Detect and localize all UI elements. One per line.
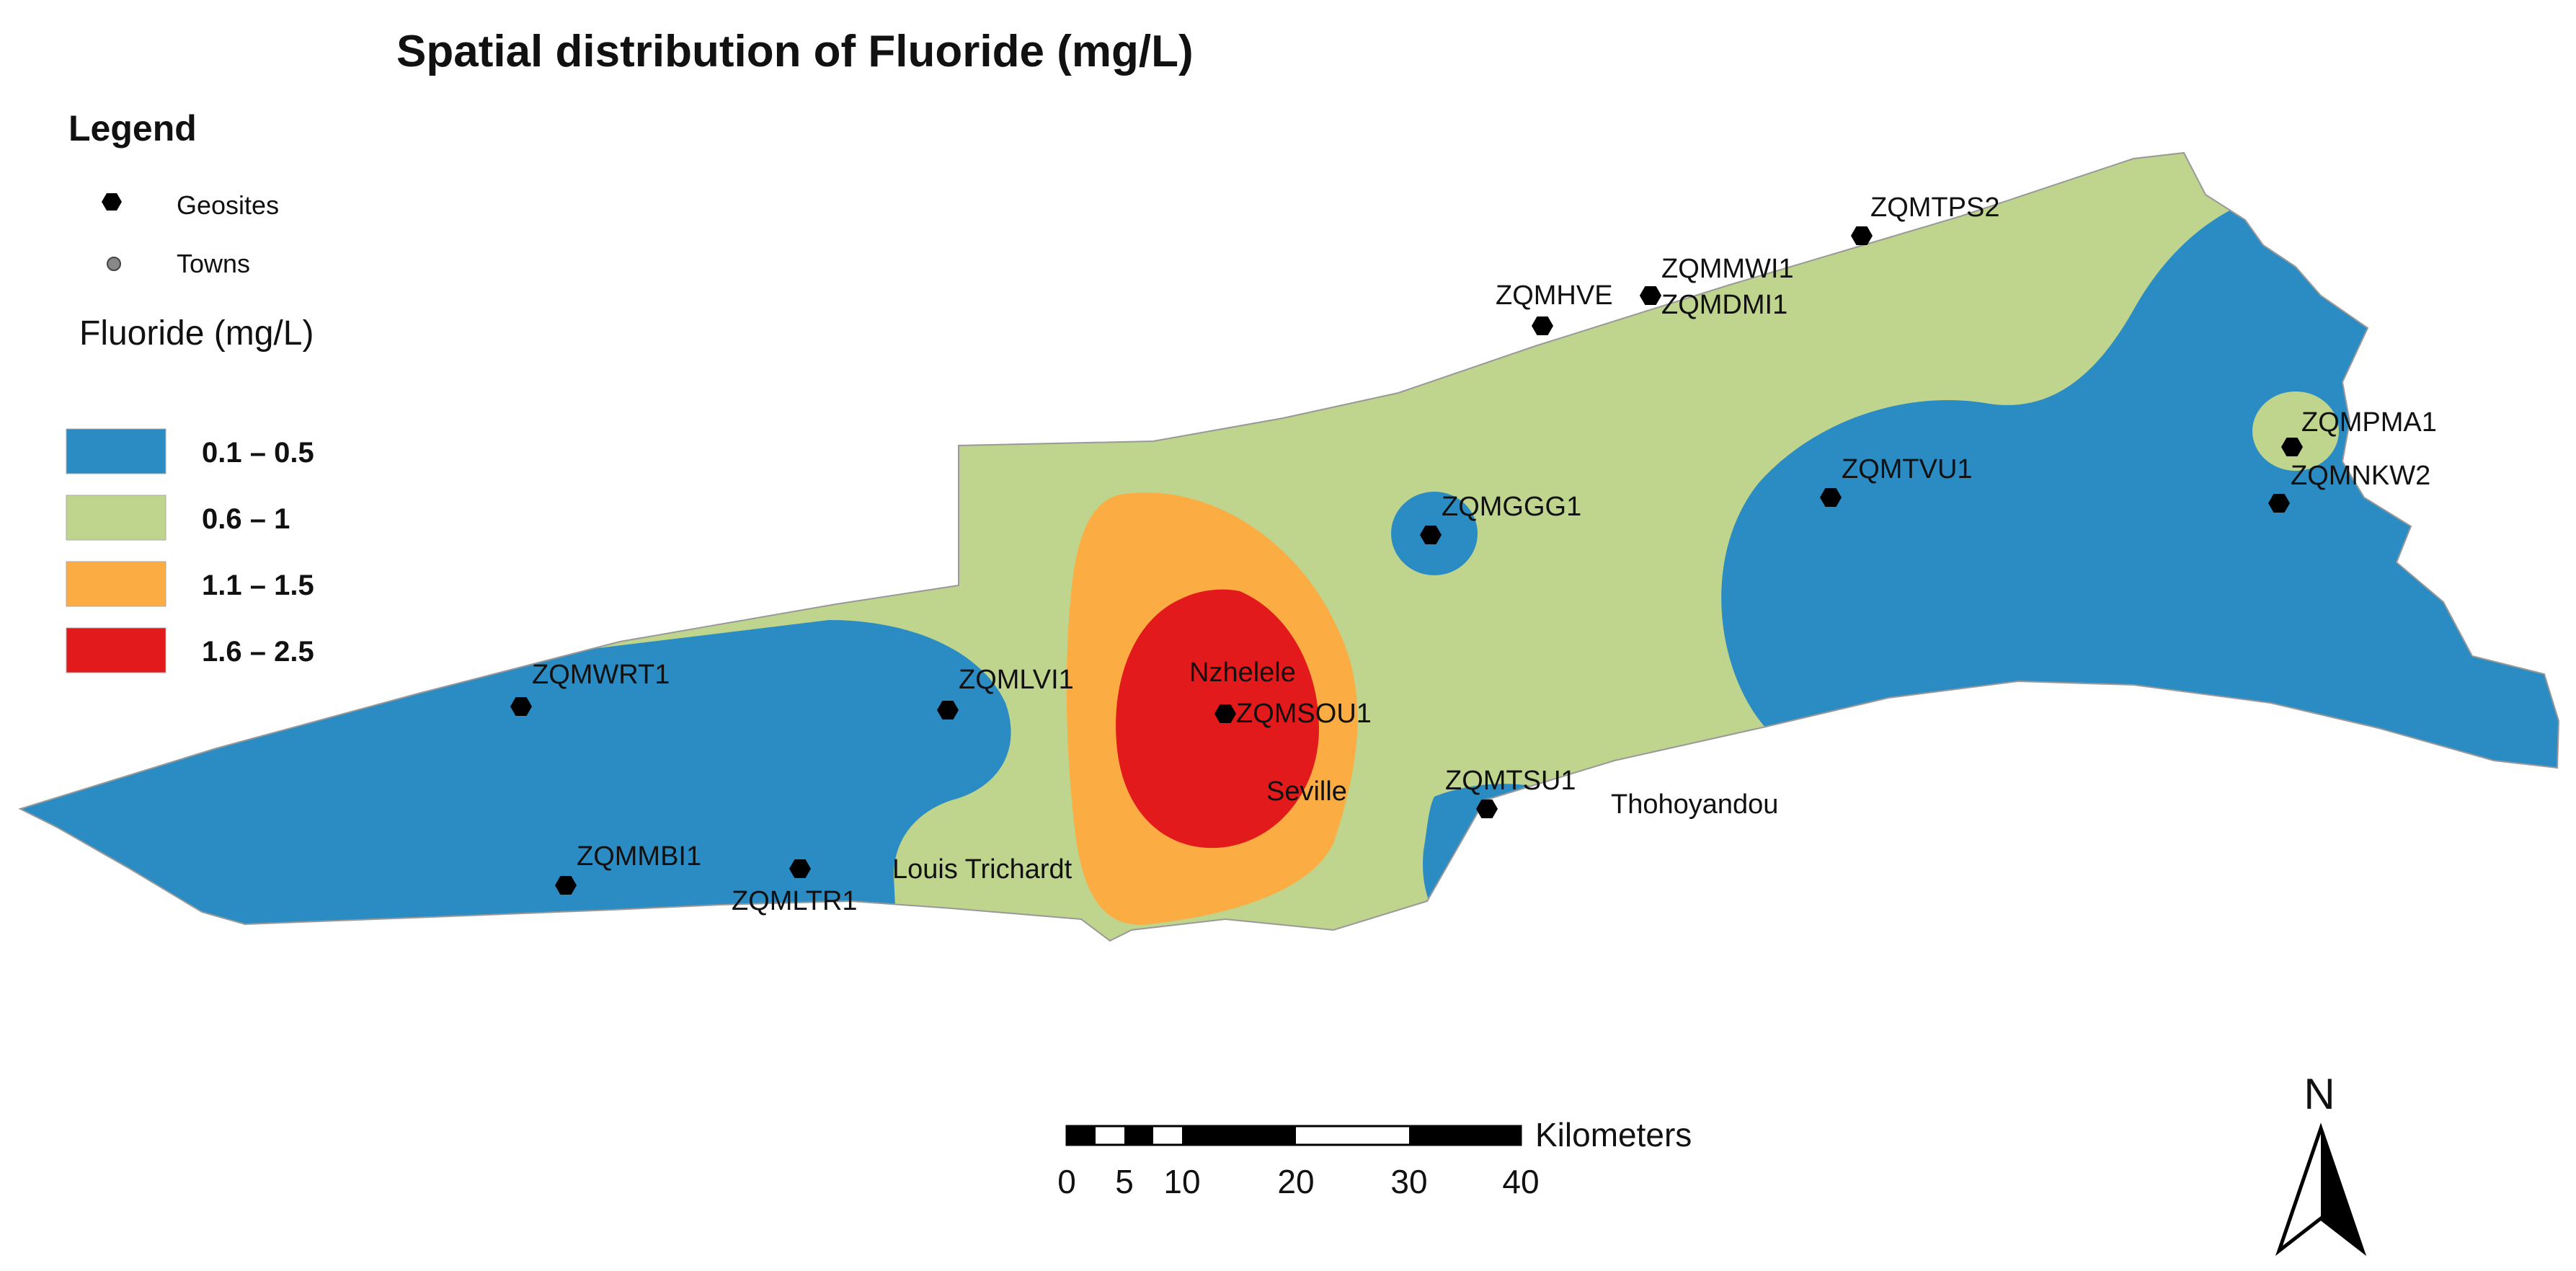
legend-range-1: 0.1 – 0.5 xyxy=(202,437,314,469)
geosite-marker-zqmdmi1 xyxy=(1640,286,1661,305)
study-area-outline xyxy=(18,151,2560,942)
scale-tick-40: 40 xyxy=(1502,1163,1539,1200)
geosite-label-zqmnkw2: ZQMNKW2 xyxy=(2291,461,2430,491)
geosite-label-zqmmbi1: ZQMMBI1 xyxy=(577,841,701,872)
geosite-label-zqmpma1: ZQMPMA1 xyxy=(2301,407,2437,438)
scale-seg-1 xyxy=(1124,1126,1153,1145)
geosite-label-zqmggg1: ZQMGGG1 xyxy=(1442,492,1581,522)
legend-swatch-4 xyxy=(66,627,166,673)
map-title: Spatial distribution of Fluoride (mg/L) xyxy=(396,27,1194,76)
zone-moderate-spot-pma xyxy=(2252,391,2339,471)
geosite-label-zqmhve: ZQMHVE xyxy=(1496,280,1613,311)
zone-low-tsu xyxy=(1423,784,1577,926)
scale-tick-20: 20 xyxy=(1277,1163,1314,1200)
scale-tick-10: 10 xyxy=(1163,1163,1200,1200)
geosite-marker-zqmtps2 xyxy=(1851,226,1873,245)
geosite-marker-zqmltr1 xyxy=(789,859,811,878)
legend-range-3: 1.1 – 1.5 xyxy=(202,570,314,601)
geosite-label-zqmtsu1: ZQMTSU1 xyxy=(1445,766,1576,796)
town-label-seville: Seville xyxy=(1266,776,1347,807)
geosite-marker-zqmmbi1 xyxy=(555,876,577,895)
geosite-label-zqmsou1: ZQMSOU1 xyxy=(1236,699,1372,729)
geosite-label-zqmwrt1: ZQMWRT1 xyxy=(532,660,670,690)
geosite-legend-icon xyxy=(102,193,122,211)
geosite-label-zqmmwi1: ZQMMWI1 xyxy=(1661,254,1794,284)
legend-range-2: 0.6 – 1 xyxy=(202,503,290,535)
geosite-marker-zqmtsu1 xyxy=(1476,800,1498,818)
legend-fluoride-heading: Fluoride (mg/L) xyxy=(79,314,314,353)
study-area xyxy=(18,151,2560,942)
legend-swatch-3 xyxy=(66,561,166,607)
scale-tick-30: 30 xyxy=(1390,1163,1427,1200)
geosite-marker-zqmggg1 xyxy=(1420,526,1442,544)
geosite-label-zqmltr1: ZQMLTR1 xyxy=(732,886,858,916)
scale-bar: Kilometers 0 5 10 20 30 40 xyxy=(1057,1116,1692,1200)
town-label-louis-trichardt: Louis Trichardt xyxy=(892,854,1072,885)
legend-geosites-label: Geosites xyxy=(177,190,279,220)
scale-seg-2 xyxy=(1182,1126,1296,1145)
scale-tick-5: 5 xyxy=(1115,1163,1134,1200)
legend-towns-label: Towns xyxy=(177,249,250,278)
geosite-marker-zqmpma1 xyxy=(2281,438,2303,456)
legend-swatch-1 xyxy=(66,428,166,474)
legend-heading: Legend xyxy=(68,108,197,149)
town-label-thohoyandou: Thohoyandou xyxy=(1611,789,1778,820)
scale-unit: Kilometers xyxy=(1535,1116,1692,1153)
town-legend-icon xyxy=(107,257,121,271)
geosite-label-zqmdmi1: ZQMDMI1 xyxy=(1661,290,1787,320)
geosite-marker-zqmtvu1 xyxy=(1820,488,1842,507)
legend-range-4: 1.6 – 2.5 xyxy=(202,636,314,668)
geosite-marker-zqmlvi1 xyxy=(937,701,959,719)
geosite-label-zqmtvu1: ZQMTVU1 xyxy=(1842,454,1973,484)
north-arrow-label: N xyxy=(2304,1070,2335,1118)
north-arrow-shade xyxy=(2321,1128,2363,1251)
geosite-marker-zqmsou1 xyxy=(1214,704,1236,723)
geosite-label-zqmlvi1: ZQMLVI1 xyxy=(959,665,1074,695)
geosite-marker-zqmwrt1 xyxy=(510,697,532,716)
scale-tick-0: 0 xyxy=(1057,1163,1076,1200)
town-label-nzhelele: Nzhelele xyxy=(1189,657,1296,688)
legend-swatch-2 xyxy=(66,495,166,541)
legend: Legend Geosites Towns Fluoride (mg/L) 0.… xyxy=(66,108,314,673)
legend-classes: 0.1 – 0.5 0.6 – 1 1.1 – 1.5 1.6 – 2.5 xyxy=(66,428,314,673)
geosite-marker-zqmhve xyxy=(1532,316,1553,335)
north-arrow: N xyxy=(2275,1070,2367,1257)
geosite-marker-zqmnkw2 xyxy=(2268,494,2290,513)
scale-seg-3 xyxy=(1409,1126,1521,1145)
geosite-label-zqmtps2: ZQMTPS2 xyxy=(1870,192,1999,223)
scale-seg-0 xyxy=(1067,1126,1096,1145)
